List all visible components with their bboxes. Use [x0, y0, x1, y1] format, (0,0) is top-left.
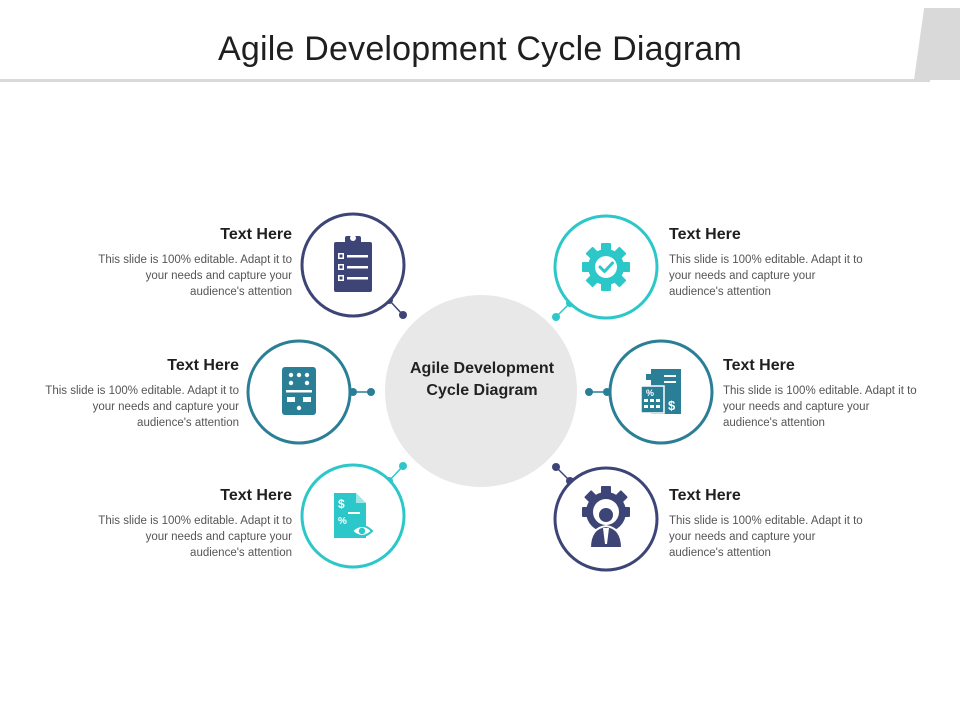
block-description: This slide is 100% editable. Adapt it to… [723, 385, 917, 429]
block-title: Text Here [220, 487, 292, 504]
svg-text:$: $ [338, 497, 345, 511]
gear-check-icon [582, 243, 630, 291]
block-title: Text Here [220, 226, 292, 243]
text-block-1: Text Here This slide is 100% editable. A… [92, 226, 292, 300]
kanban-board-icon [282, 367, 316, 415]
block-description: This slide is 100% editable. Adapt it to… [669, 515, 863, 559]
budget-document-eye-icon: $ % [334, 493, 374, 538]
connector-5 [585, 388, 611, 396]
block-description: This slide is 100% editable. Adapt it to… [98, 515, 292, 559]
center-circle [385, 295, 577, 487]
center-label: Agile Development Cycle Diagram [409, 360, 555, 399]
block-title: Text Here [669, 487, 741, 504]
svg-text:%: % [646, 388, 654, 398]
text-block-4: Text Here This slide is 100% editable. A… [669, 226, 869, 300]
title-underline [0, 79, 930, 82]
financial-calculator-icon: % % $ [640, 369, 681, 414]
connector-2 [349, 388, 375, 396]
clipboard-checklist-icon [334, 235, 372, 292]
slide-title: Agile Development Cycle Diagram [218, 30, 742, 68]
block-description: This slide is 100% editable. Adapt it to… [98, 254, 292, 298]
block-title: Text Here [669, 226, 741, 243]
block-title: Text Here [723, 357, 795, 374]
text-block-6: Text Here This slide is 100% editable. A… [669, 487, 869, 561]
text-block-2: Text Here This slide is 100% editable. A… [39, 357, 239, 431]
svg-text:$: $ [668, 398, 676, 413]
block-description: This slide is 100% editable. Adapt it to… [45, 385, 239, 429]
gear-person-icon [582, 486, 630, 549]
text-block-5: Text Here This slide is 100% editable. A… [723, 357, 923, 431]
text-block-3: Text Here This slide is 100% editable. A… [92, 487, 292, 561]
svg-text:%: % [338, 516, 347, 527]
block-description: This slide is 100% editable. Adapt it to… [669, 254, 863, 298]
block-title: Text Here [167, 357, 239, 374]
